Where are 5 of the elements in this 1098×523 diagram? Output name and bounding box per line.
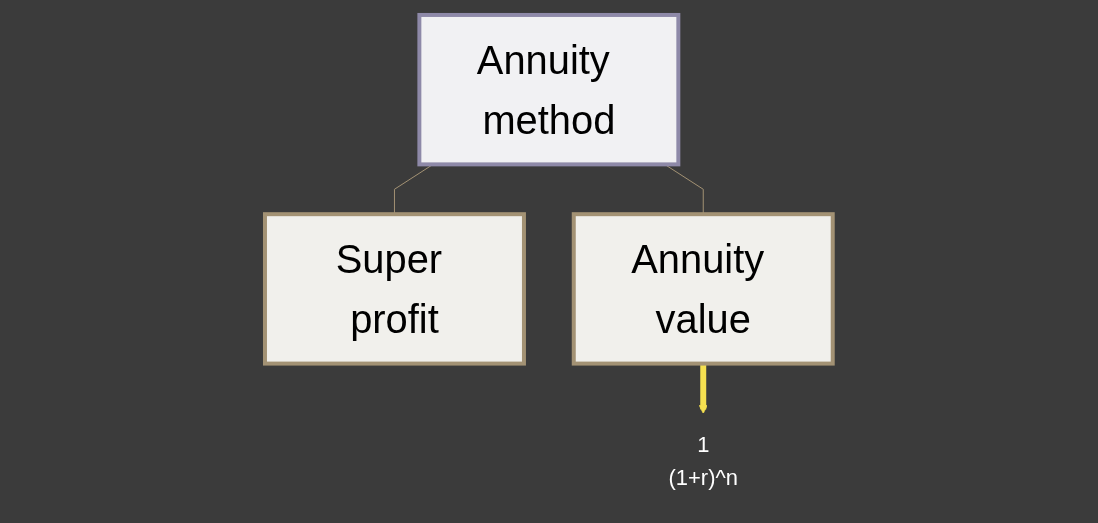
node-box: Annuity value	[571, 211, 835, 366]
node-box: Annuity method	[417, 12, 681, 166]
node-text: 1 (1+r)^n	[668, 431, 739, 490]
node-box: Super profit	[263, 211, 527, 366]
arrow	[699, 363, 708, 414]
